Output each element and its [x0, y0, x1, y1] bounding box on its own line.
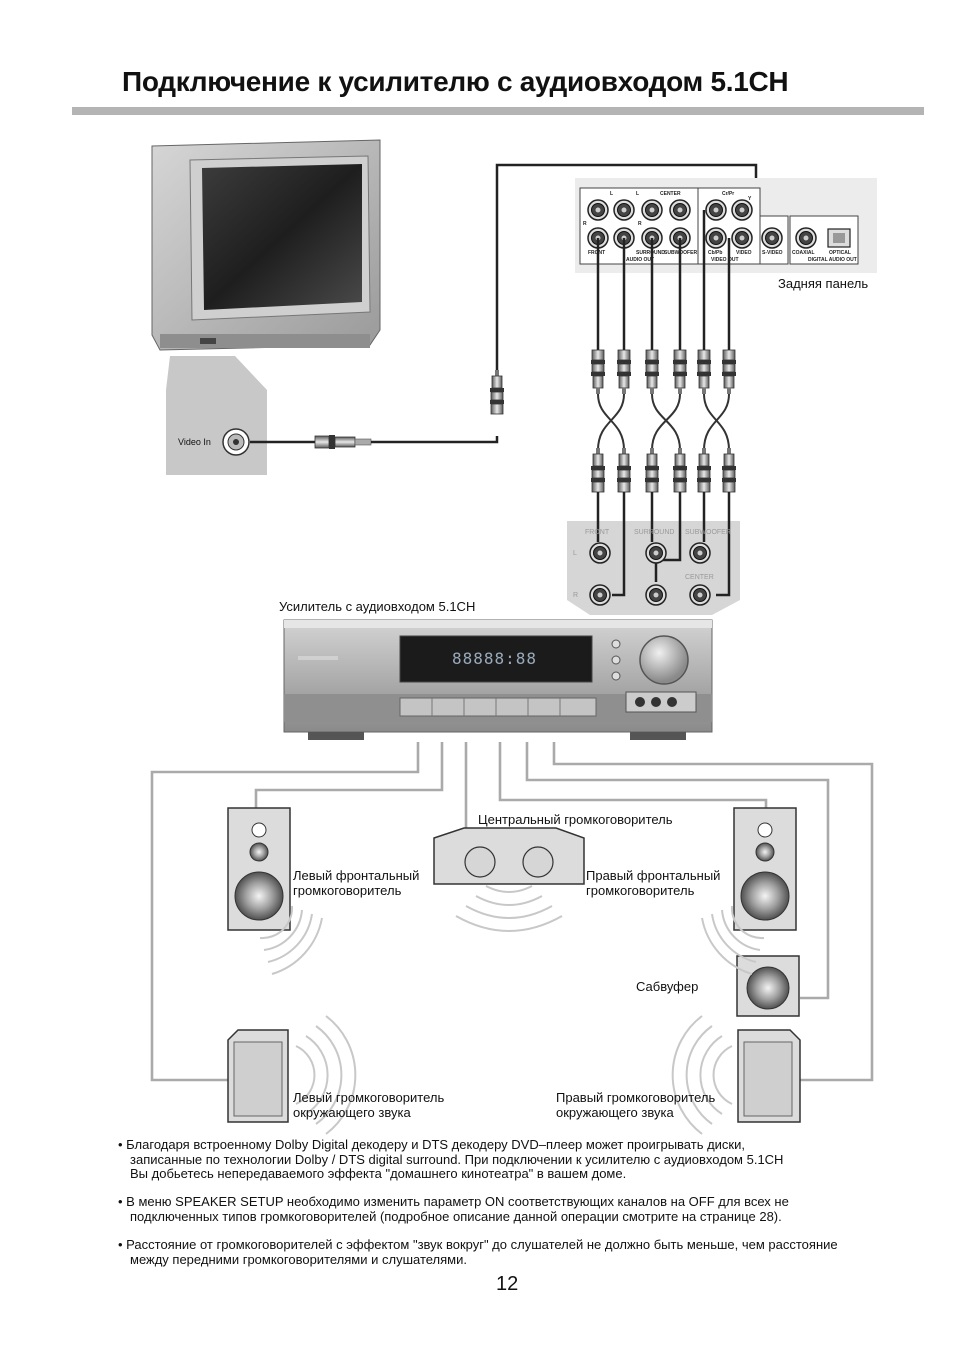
rear-digital-out-label: DIGITAL AUDIO OUT — [808, 257, 857, 263]
video-plug-vertical — [489, 369, 505, 415]
rear-panel-label: Задняя панель — [778, 276, 869, 291]
rear-cr-label: Cr/Pr — [722, 191, 735, 197]
rear-y-label: Y — [748, 196, 752, 202]
amp-r-label: R — [573, 592, 579, 599]
rear-l-surround-label: L — [636, 191, 640, 197]
rear-video-label: VIDEO — [736, 250, 752, 256]
sound-waves — [259, 885, 765, 1135]
rear-front-label: FRONT — [588, 250, 606, 256]
rear-center-label: CENTER — [660, 191, 681, 197]
amp-subwoofer-label: SUBWOOFER — [685, 529, 731, 536]
right-front-speaker — [733, 807, 797, 931]
page-number: 12 — [496, 1273, 519, 1295]
rear-r-front-letter: R — [583, 221, 587, 227]
note-speaker-setup: • В меню SPEAKER SETUP необходимо измени… — [118, 1194, 789, 1224]
rear-svideo-label: S-VIDEO — [762, 250, 783, 256]
amp-front-label: FRONT — [585, 529, 610, 536]
rear-optical-label: OPTICAL — [829, 250, 851, 256]
rear-video-out-label: VIDEO OUT — [711, 257, 739, 263]
rear-l-front-label: L — [610, 191, 614, 197]
tv-port-callout — [166, 356, 267, 475]
video-plug-horizontal — [314, 435, 372, 449]
amplifier-label: Усилитель с аудиовходом 5.1CH — [279, 599, 476, 614]
note-distance: • Расстояние от громкоговорителей с эффе… — [118, 1237, 838, 1267]
rca-plugs-upper — [590, 349, 737, 395]
amp-center-label: CENTER — [685, 574, 714, 581]
rear-cb-label: Cb/Pb — [708, 250, 723, 256]
center-speaker — [433, 827, 585, 885]
tv — [151, 139, 381, 351]
video-in-label: Video In — [178, 437, 211, 447]
video-in-jack — [222, 428, 250, 456]
rear-audio-out-label: AUDIO OUT — [626, 257, 655, 263]
speaker-wires — [150, 742, 874, 1082]
amp-l-label: L — [573, 550, 577, 557]
rca-plugs-lower — [590, 447, 737, 493]
subwoofer-label: Сабвуфер — [636, 979, 699, 994]
rear-r-surround-letter: R — [638, 221, 642, 227]
note-dolby: • Благодаря встроенному Dolby Digital де… — [118, 1137, 784, 1181]
page-title: Подключение к усилителю с аудиовходом 5.… — [122, 66, 789, 97]
center-speaker-label: Центральный громкоговоритель — [478, 812, 673, 827]
rear-subwoofer-label: SUBWOOFER — [664, 250, 698, 256]
title-rule — [72, 107, 924, 115]
amp-surround-label: SURROUND — [634, 529, 675, 536]
amplifier — [283, 619, 713, 740]
left-surround-speaker — [227, 1029, 289, 1123]
left-front-speaker — [227, 807, 291, 931]
amp-display: 88888:88 — [452, 649, 538, 668]
right-surround-speaker — [737, 1029, 801, 1123]
rear-surround-label: SURROUND — [636, 250, 665, 256]
rear-coaxial-label: COAXIAL — [792, 250, 815, 256]
subwoofer — [736, 955, 800, 1017]
